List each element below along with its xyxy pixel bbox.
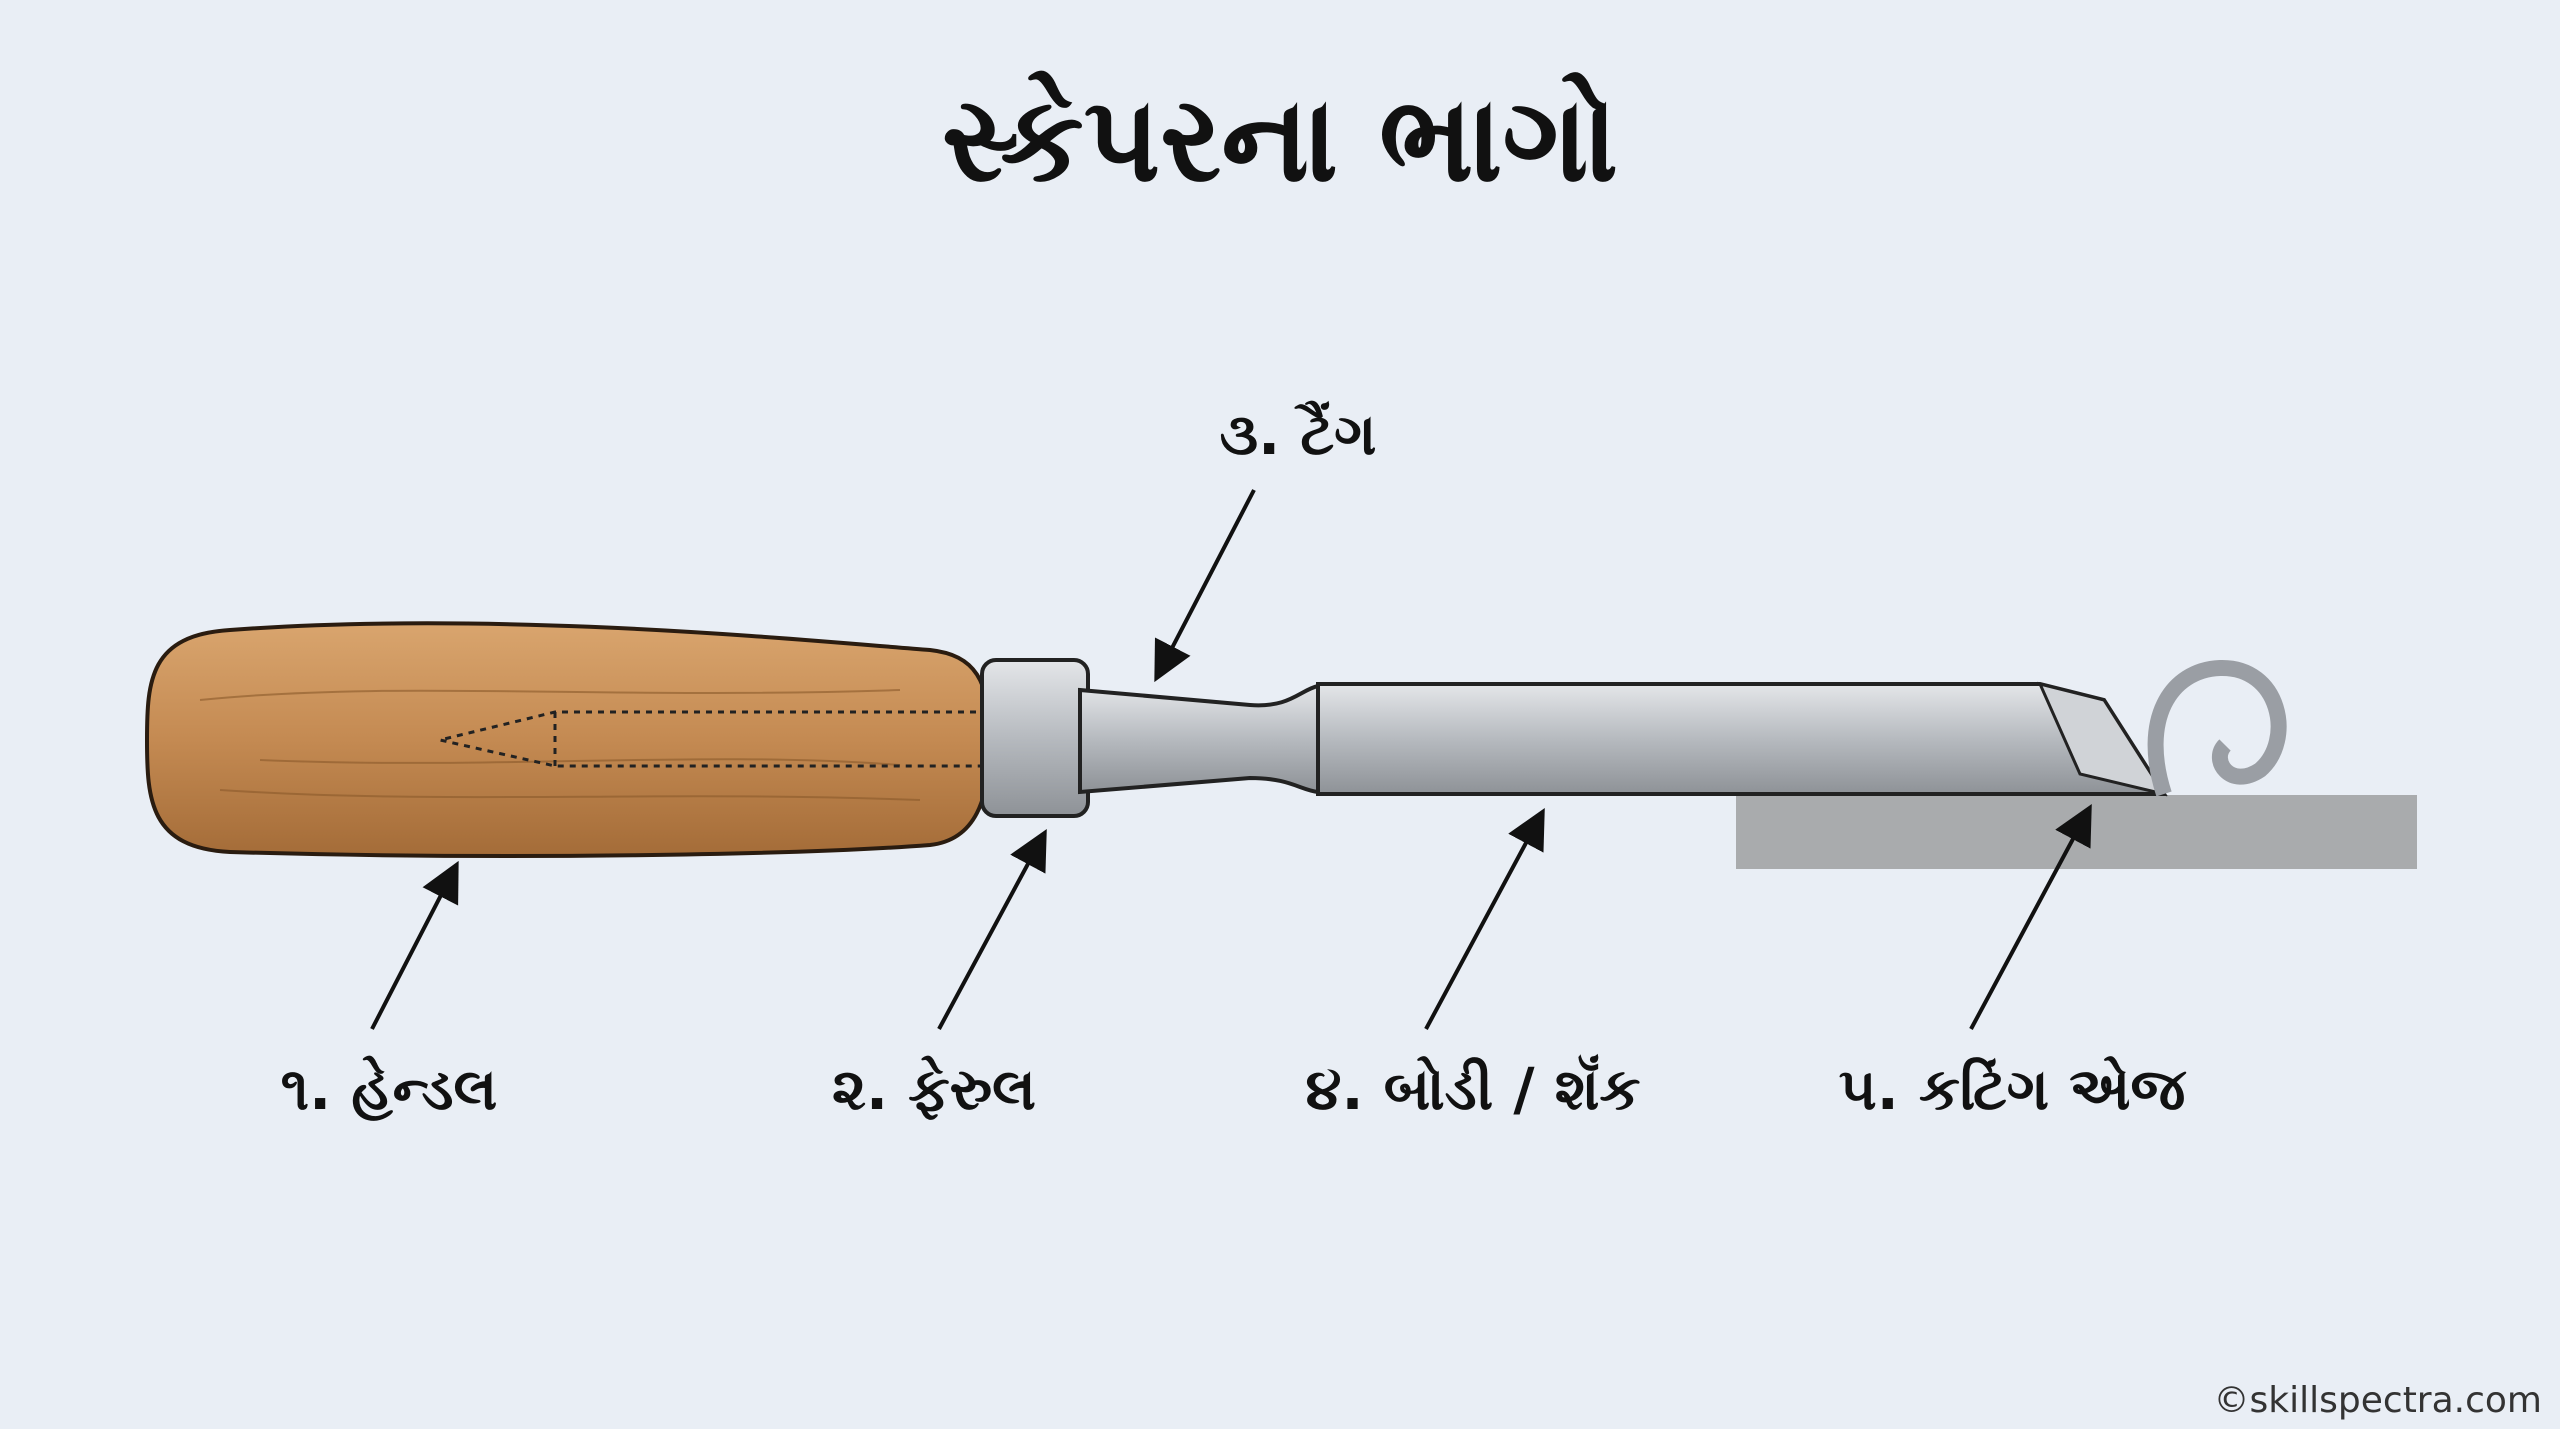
arrow-ferrule (937, 828, 1047, 1030)
arrow-handle (370, 860, 459, 1030)
label-handle: ૧. હેન્ડલ (280, 1055, 498, 1123)
watermark: ©skillspectra.com (2213, 1380, 2542, 1421)
label-cutting-edge: ૫. કટિંગ એજ (1838, 1055, 2186, 1123)
label-tang: ૩. ટૈંગ (1219, 400, 1377, 468)
diagram-title: સ્કેપરના ભાગો (941, 70, 1619, 208)
pointer-arrows (370, 489, 2092, 1030)
label-ferrule: ૨. ફેરુલ (831, 1055, 1037, 1123)
blade-body (1316, 682, 2168, 796)
arrow-cutting-edge (1969, 803, 2092, 1030)
wood-shaving (2147, 659, 2287, 797)
ferrule (980, 658, 1090, 818)
tang (1078, 683, 1320, 795)
tang-hidden-line (439, 710, 988, 768)
handle (144, 621, 993, 858)
arrow-tang (1154, 489, 1256, 683)
arrow-body (1424, 807, 1545, 1030)
label-body-shank: ૪. બોડી / શૅંક (1305, 1055, 1641, 1123)
wood-grain (199, 689, 921, 801)
